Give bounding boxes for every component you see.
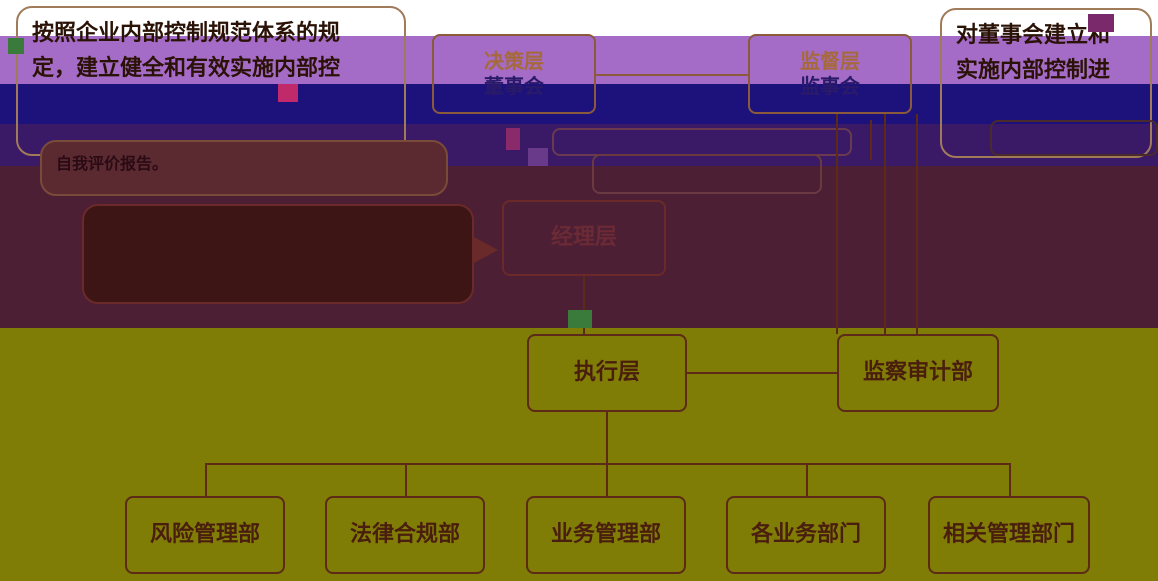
glitch-artifact (506, 128, 520, 150)
band-olive (0, 328, 1158, 581)
connector (884, 114, 886, 334)
connector (916, 114, 918, 334)
manager-level-node: 经理层 (502, 200, 666, 276)
risk-management-node: 风险管理部 (125, 496, 285, 574)
node-label: 监督层 (800, 49, 860, 73)
self-evaluation-callout: 自我评价报告。 (40, 140, 448, 196)
callout-line: 实施内部控制进 (956, 58, 1111, 84)
connector (606, 463, 608, 497)
business-management-node: 业务管理部 (526, 496, 686, 574)
glitch-artifact (568, 310, 592, 328)
connector (1009, 463, 1011, 497)
decision-responsibility-callout: 按照企业内部控制规范体系的规 定，建立健全和有效实施内部控 (16, 6, 406, 156)
audit-committee-node (552, 128, 852, 156)
connector (606, 412, 608, 464)
connector (583, 276, 585, 334)
legal-compliance-node: 法律合规部 (325, 496, 485, 574)
supervision-level-board-node: 监督层 监事会 (748, 34, 912, 114)
callout-line: 自我评价报告。 (56, 154, 169, 173)
callout-line: 按照企业内部控制规范体系的规 (32, 21, 341, 46)
execution-level-node: 执行层 (527, 334, 687, 412)
connector (205, 463, 207, 497)
manager-responsibility-callout (82, 204, 474, 304)
connector (205, 463, 1011, 465)
connector (836, 114, 838, 334)
connector (806, 463, 808, 497)
business-units-node: 各业务部门 (726, 496, 886, 574)
related-management-node: 相关管理部门 (928, 496, 1090, 574)
supervision-responsibility-callout: 对董事会建立和 实施内部控制进 (940, 8, 1152, 158)
node-sublabel: 董事会 (484, 74, 544, 98)
connector-box (592, 154, 822, 194)
callout-pointer (472, 236, 498, 264)
connector (596, 74, 748, 76)
glitch-artifact (278, 84, 298, 102)
connector (687, 372, 837, 374)
inspection-audit-node: 监察审计部 (837, 334, 999, 412)
right-connector-box (990, 120, 1158, 156)
glitch-artifact (8, 38, 24, 54)
connector (870, 120, 872, 160)
callout-line: 对董事会建立和 (956, 23, 1111, 48)
callout-line: 定，建立健全和有效实施内部控 (32, 56, 341, 82)
band-navy (0, 84, 1158, 124)
node-label: 决策层 (484, 49, 544, 73)
glitch-artifact (1088, 14, 1114, 32)
band-purple (0, 36, 1158, 84)
decision-level-board-node: 决策层 董事会 (432, 34, 596, 114)
glitch-artifact (528, 148, 548, 166)
connector (405, 463, 407, 497)
node-sublabel: 监事会 (800, 74, 860, 98)
